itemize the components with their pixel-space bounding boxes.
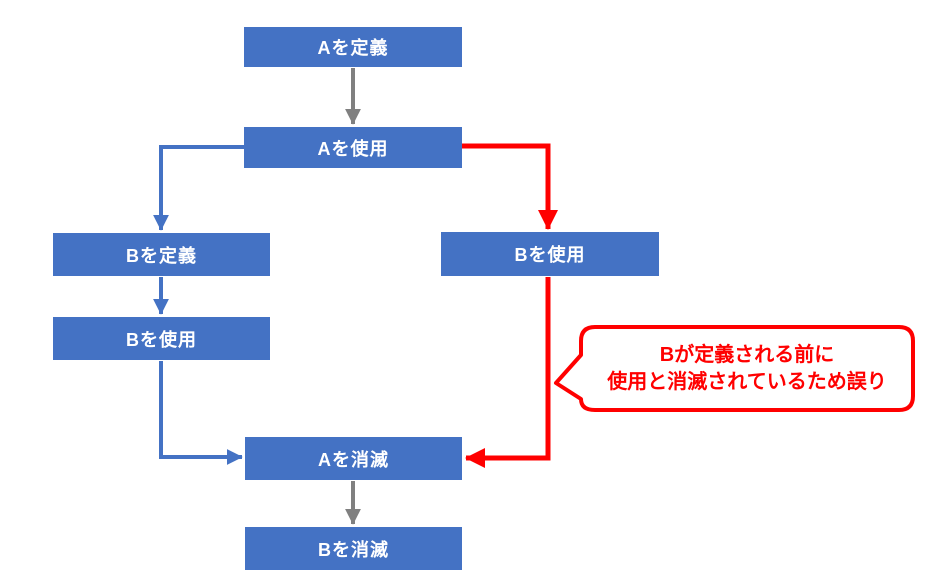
edge-use-a-to-define-b [153,145,244,231]
node-use-a: Aを使用 [244,127,462,168]
node-use-a-label: Aを使用 [317,138,389,159]
edge-use-a-to-use-b-right [462,143,558,230]
node-use-b-left-label: Bを使用 [126,329,197,350]
error-callout-line1: Bが定義される前に [659,344,835,366]
error-callout-bubble [554,325,915,412]
node-use-b-right-label: Bを使用 [514,245,586,265]
error-callout-line2: 使用と消滅されているため誤り [607,371,887,393]
node-use-b-right: Bを使用 [441,232,659,276]
edge-use-b-right-to-destroy-a [465,277,551,468]
node-define-b: Bを定義 [53,233,270,276]
node-use-b-left: Bを使用 [53,317,270,360]
node-destroy-b-label: Bを消滅 [318,539,389,560]
node-destroy-a: Aを消滅 [245,437,462,480]
node-define-a-label: Aを定義 [317,38,389,58]
node-define-a: Aを定義 [244,27,462,67]
node-destroy-a-label: Aを消滅 [318,449,389,470]
error-callout-text: Bが定義される前に 使用と消滅されているため誤り [581,327,913,411]
node-define-b-label: Bを定義 [126,245,197,266]
edge-use-b-left-to-destroy-a [159,361,243,465]
node-destroy-b: Bを消滅 [245,527,462,570]
